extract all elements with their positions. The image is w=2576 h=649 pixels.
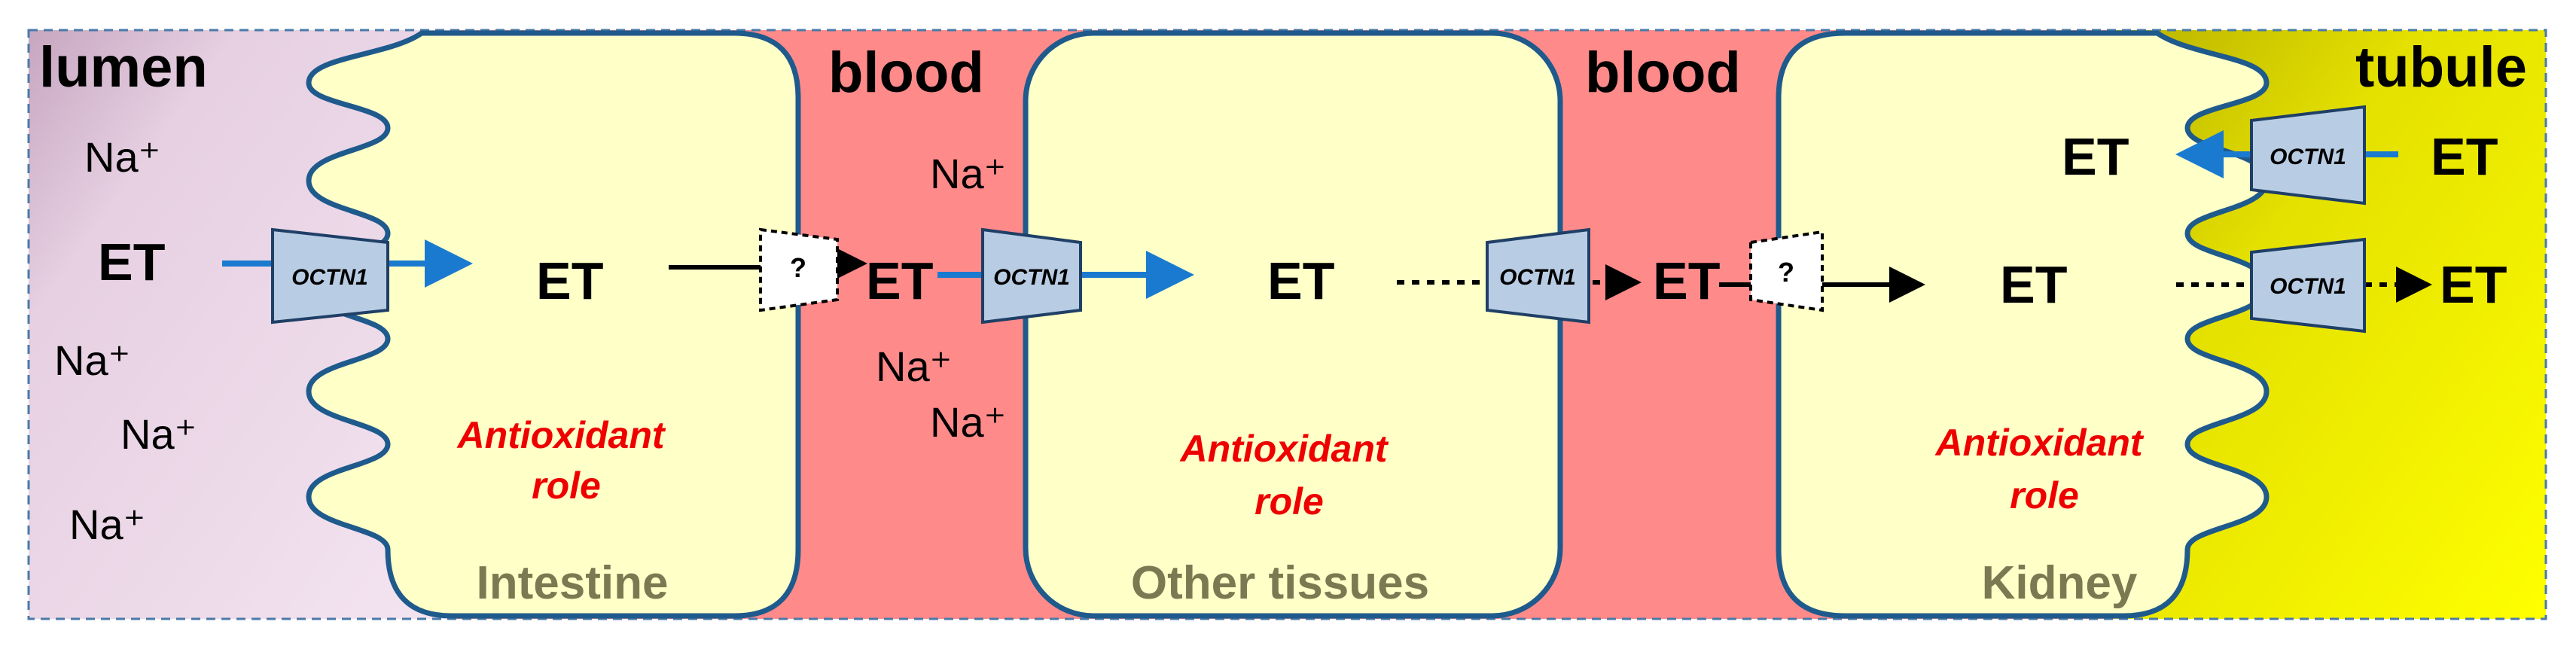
et-intestine: ET — [536, 251, 603, 310]
et-kidney-lower: ET — [2000, 255, 2067, 314]
other-tissues-cell — [1023, 30, 1563, 619]
sodium-ion-lumen-4: Na⁺ — [69, 501, 145, 548]
sodium-ion-blood-3: Na⁺ — [930, 398, 1006, 446]
antioxidant-role-line2: role — [532, 465, 601, 507]
unknown-transporter-intestine-basolateral: ? — [759, 227, 839, 312]
et-tubule-lower: ET — [2440, 255, 2507, 314]
tubule-label: tubule — [2355, 35, 2527, 99]
unknown-transporter-label: ? — [790, 252, 806, 283]
antioxidant-role-intestine: Antioxidant role — [456, 414, 675, 507]
kidney-cell — [1776, 30, 2270, 619]
antioxidant-role-line1: Antioxidant — [1934, 422, 2145, 464]
blood-label-right: blood — [1585, 41, 1741, 105]
organ-label-other-tissues: Other tissues — [1131, 557, 1429, 609]
antioxidant-role-line1: Antioxidant — [456, 414, 666, 456]
lumen-label: lumen — [39, 35, 208, 99]
unknown-transporter-kidney-basolateral: ? — [1749, 230, 1824, 312]
sodium-ion-lumen-3: Na⁺ — [120, 410, 197, 458]
octn1-transporter-kidney-apical-efflux: OCTN1 — [2250, 237, 2366, 334]
et-other-tissues: ET — [1267, 251, 1334, 310]
unknown-transporter-label: ? — [1778, 257, 1794, 288]
sodium-ion-blood-2: Na⁺ — [876, 343, 952, 390]
organ-label-kidney: Kidney — [1982, 557, 2138, 609]
octn1-label: OCTN1 — [2270, 145, 2346, 169]
et-lumen: ET — [98, 233, 165, 291]
diagram-frame — [27, 29, 2547, 620]
antioxidant-role-other-tissues: Antioxidant role — [1179, 428, 1398, 523]
antioxidant-role-line2: role — [2010, 474, 2079, 516]
octn1-label: OCTN1 — [291, 265, 368, 290]
et-blood-right: ET — [1653, 251, 1720, 310]
sodium-ion-lumen-2: Na⁺ — [54, 337, 130, 384]
octn1-label: OCTN1 — [993, 265, 1070, 290]
intestine-cell — [306, 30, 801, 619]
sodium-ion-blood-1: Na⁺ — [930, 150, 1006, 197]
octn1-transporter-other-tissues-uptake: OCTN1 — [981, 227, 1082, 324]
antioxidant-role-kidney: Antioxidant role — [1934, 422, 2154, 516]
organ-label-intestine: Intestine — [477, 557, 669, 609]
blood-label-left: blood — [828, 41, 984, 105]
octn1-label: OCTN1 — [1499, 265, 1576, 290]
octn1-transporter-other-tissues-efflux: OCTN1 — [1486, 227, 1590, 324]
octn1-label: OCTN1 — [2270, 274, 2346, 299]
antioxidant-role-line2: role — [1254, 480, 1324, 523]
et-blood-left: ET — [866, 251, 933, 310]
octn1-transporter-intestine-apical: OCTN1 — [271, 227, 389, 324]
et-tubule-upper: ET — [2431, 127, 2498, 186]
sodium-ion-lumen-1: Na⁺ — [84, 133, 160, 181]
octn1-transporter-kidney-apical-uptake: OCTN1 — [2250, 105, 2366, 206]
et-kidney-upper: ET — [2062, 127, 2129, 186]
antioxidant-role-line1: Antioxidant — [1179, 428, 1389, 470]
